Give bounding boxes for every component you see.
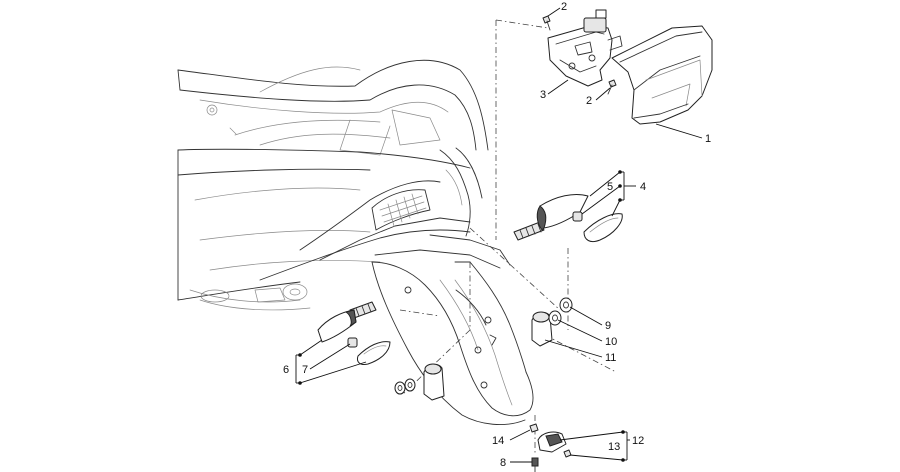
screw-2-top	[542, 15, 551, 31]
bracket-dots	[298, 170, 625, 462]
right-indicator	[513, 193, 589, 241]
scooter-rear-body	[177, 59, 511, 311]
right-indicator-lens	[583, 213, 623, 243]
callout-12: 12	[632, 435, 644, 447]
callout-8: 8	[500, 457, 506, 469]
washer-9	[559, 297, 573, 313]
callout-4: 4	[640, 181, 646, 193]
callout-1: 1	[705, 133, 711, 145]
clip-14	[529, 423, 539, 433]
callout-10: 10	[605, 336, 617, 348]
washer-10	[548, 310, 562, 326]
callout-5: 5	[607, 181, 613, 193]
callout-6: 6	[283, 364, 289, 376]
license-light-housing-left	[423, 363, 445, 401]
callout-13: 13	[608, 441, 620, 453]
screw-8	[531, 457, 539, 472]
leader-lines	[295, 7, 703, 463]
license-plate-light	[537, 431, 567, 453]
callout-14: 14	[492, 435, 504, 447]
left-indicator-lens	[357, 341, 391, 365]
washers-left	[394, 378, 416, 395]
license-light-screw-13	[563, 449, 572, 458]
tail-light-lens	[611, 25, 713, 125]
callout-2-top: 2	[561, 1, 567, 13]
callout-9: 9	[605, 320, 611, 332]
left-indicator-bulb	[347, 337, 358, 348]
rear-fender	[371, 261, 534, 425]
callout-7: 7	[302, 364, 308, 376]
callout-labels: 1 2 2 3 4 5 6 7 8 9 10 11 12 13 14	[283, 1, 711, 469]
left-indicator	[317, 301, 377, 343]
screw-2-middle	[607, 79, 617, 95]
callout-2-middle: 2	[586, 95, 592, 107]
callout-3: 3	[540, 89, 546, 101]
tail-light-bracket	[547, 9, 623, 87]
rear-grille	[371, 189, 431, 231]
callout-11: 11	[605, 352, 616, 364]
right-indicator-bulb	[572, 211, 583, 222]
